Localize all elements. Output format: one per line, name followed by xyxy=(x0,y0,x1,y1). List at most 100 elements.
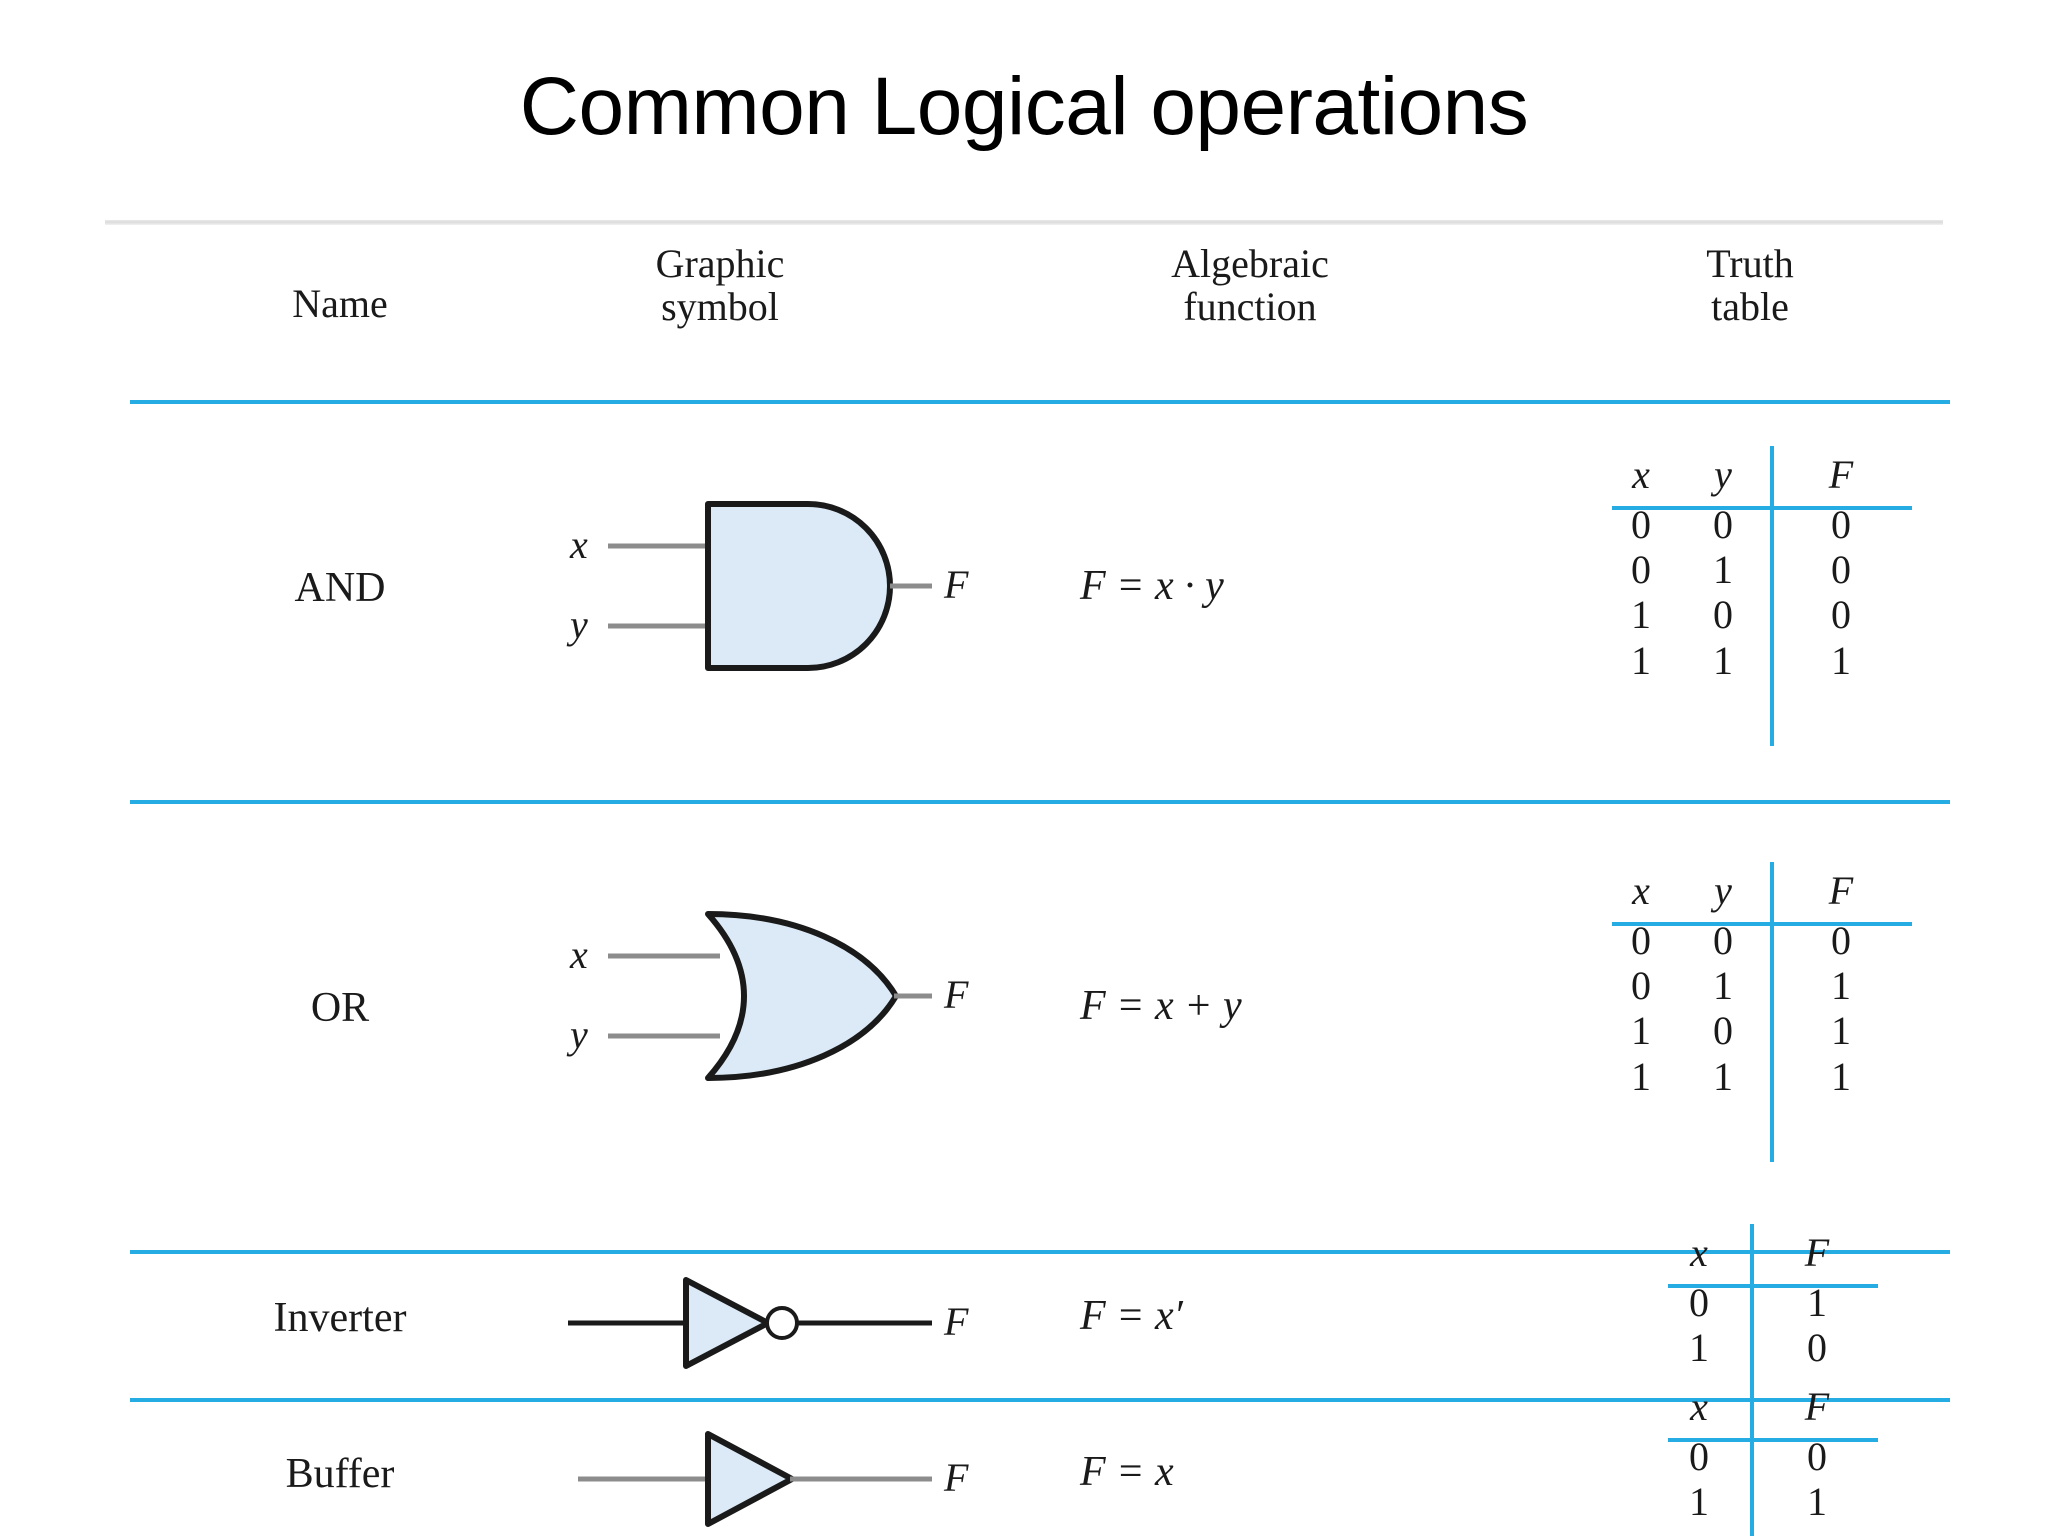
table-row-or: OR x y F F = x + y xyxy=(0,804,2048,1250)
truth-cell: 1 xyxy=(1831,1053,1851,1099)
truth-cell: 1 xyxy=(1807,1479,1827,1525)
page-title: Common Logical operations xyxy=(519,61,1529,152)
truth-cell: 1 xyxy=(1831,963,1851,1009)
and-gate-icon: x y F xyxy=(566,501,969,671)
truth-cell: 0 xyxy=(1713,592,1733,638)
truth-cell: 0 xyxy=(1831,502,1851,547)
truth-cell: 0 xyxy=(1713,1008,1733,1054)
truth-header-cell: y xyxy=(1714,451,1732,497)
truth-table-inverter: x F 0 1 1 0 xyxy=(1600,1224,2000,1420)
row-name-buffer: Buffer xyxy=(285,1451,395,1497)
truth-header-cell: x xyxy=(1632,451,1650,497)
truth-table-and-body: 0 0 0 0 1 0 1 0 xyxy=(1600,502,1930,683)
truth-header-cell: x xyxy=(1632,867,1650,913)
truth-table-row: 0 1 xyxy=(1658,1280,1918,1325)
truth-cell: 1 xyxy=(1631,1053,1651,1099)
title-divider xyxy=(105,220,1943,225)
truth-table-buffer-hline xyxy=(1668,1438,1878,1442)
truth-table-row: 0 0 0 xyxy=(1600,502,1930,547)
truth-table-row: 1 0 xyxy=(1658,1325,1918,1370)
truth-table-inverter-header-row: x F xyxy=(1658,1224,1918,1280)
truth-cell: 0 xyxy=(1689,1434,1709,1479)
column-header-algebraic-line2: function xyxy=(1183,284,1317,330)
table-rule-after-or xyxy=(130,1250,1950,1254)
column-header-graphic-symbol: Graphic symbol xyxy=(560,241,880,329)
truth-table-inverter-body: 0 1 1 0 xyxy=(1658,1280,1918,1370)
truth-cell: 0 xyxy=(1807,1325,1827,1371)
truth-cell: 1 xyxy=(1689,1325,1709,1371)
buffer-output-f-label: F xyxy=(943,1455,969,1500)
truth-table-inverter-hline xyxy=(1668,1284,1878,1288)
or-input-y-label: y xyxy=(566,1012,588,1057)
or-output-f-label: F xyxy=(943,972,969,1017)
truth-table-and-vline xyxy=(1770,446,1774,746)
logic-operations-table: Name Graphic symbol Algebraic function T… xyxy=(0,238,2048,1536)
truth-cell: 0 xyxy=(1689,1280,1709,1325)
table-row-and: AND x y F F = x · y xyxy=(0,404,2048,800)
and-input-y-label: y xyxy=(566,602,588,647)
column-header-truth-line1: Truth xyxy=(1706,241,1794,286)
algebraic-function-buffer: F = x xyxy=(1080,1449,1174,1495)
truth-cell: 1 xyxy=(1713,547,1733,593)
truth-cell: 0 xyxy=(1807,1434,1827,1479)
truth-table-and-header-row: x y F xyxy=(1600,446,1930,502)
row-name-inverter: Inverter xyxy=(273,1295,407,1341)
truth-table-or-header-row: x y F xyxy=(1600,862,1930,918)
truth-cell: 1 xyxy=(1807,1280,1827,1325)
truth-table-row: 0 1 0 xyxy=(1600,547,1930,592)
truth-table-inverter-vline xyxy=(1750,1224,1754,1420)
truth-table-row: 0 0 0 xyxy=(1600,918,1930,963)
truth-cell: 1 xyxy=(1631,1008,1651,1054)
column-header-truth-line2: table xyxy=(1711,284,1789,330)
truth-table-buffer-vline xyxy=(1750,1378,1754,1536)
truth-cell: 0 xyxy=(1713,502,1733,547)
row-name-or: OR xyxy=(310,985,370,1031)
truth-cell: 0 xyxy=(1631,547,1651,593)
table-rule-after-and xyxy=(130,800,1950,804)
graphic-cell-or: x y F xyxy=(560,896,980,1126)
inverter-gate-icon: x F xyxy=(568,1277,969,1369)
truth-cell: 1 xyxy=(1713,637,1733,683)
truth-table-row: 1 0 1 xyxy=(1600,1008,1930,1053)
truth-header-cell: x xyxy=(1690,1383,1708,1429)
truth-header-cell: F xyxy=(1804,1229,1830,1275)
truth-table-or-body: 0 0 0 0 1 1 1 0 xyxy=(1600,918,1930,1099)
truth-table-row: 1 1 1 xyxy=(1600,638,1930,683)
buffer-gate-icon: x F xyxy=(578,1431,969,1527)
graphic-cell-and: x y F xyxy=(560,486,980,716)
truth-table-or-hline xyxy=(1612,922,1912,926)
truth-cell: 0 xyxy=(1631,502,1651,547)
row-name-and: AND xyxy=(294,565,386,611)
algebraic-function-or: F = x + y xyxy=(1080,983,1242,1029)
column-header-algebraic-line1: Algebraic xyxy=(1171,241,1329,286)
algebraic-function-inverter: F = x′ xyxy=(1080,1293,1183,1339)
truth-table-buffer: x F 0 0 1 1 xyxy=(1600,1378,2000,1536)
inverter-output-f-label: F xyxy=(943,1299,969,1344)
algebraic-function-and: F = x · y xyxy=(1080,563,1224,609)
truth-cell: 0 xyxy=(1631,918,1651,963)
column-header-graphic-line1: Graphic xyxy=(655,241,785,286)
table-rule-top xyxy=(130,400,1950,404)
truth-cell: 0 xyxy=(1631,963,1651,1009)
and-input-x-label: x xyxy=(569,522,588,567)
truth-table-and: x y F 0 0 0 0 1 xyxy=(1600,446,2000,746)
truth-cell: 0 xyxy=(1831,547,1851,593)
table-column-headers: Name Graphic symbol Algebraic function T… xyxy=(0,238,2048,348)
column-header-name: Name xyxy=(292,281,388,326)
truth-table-or-vline xyxy=(1770,862,1774,1162)
table-row-inverter: Inverter x F F = x′ xyxy=(0,1224,2048,1420)
or-gate-icon: x y F xyxy=(566,911,969,1081)
truth-cell: 0 xyxy=(1831,918,1851,963)
truth-cell: 1 xyxy=(1631,637,1651,683)
graphic-cell-buffer: x F xyxy=(560,1424,980,1534)
truth-table-or: x y F 0 0 0 0 1 xyxy=(1600,862,2000,1162)
truth-table-row: 0 0 xyxy=(1658,1434,1918,1479)
table-rule-after-inverter xyxy=(130,1398,1950,1402)
truth-cell-spacer xyxy=(1740,1325,1776,1370)
truth-header-cell: F xyxy=(1828,867,1854,913)
and-output-f-label: F xyxy=(943,562,969,607)
truth-header-cell: F xyxy=(1828,451,1854,497)
truth-table-row: 1 1 xyxy=(1658,1479,1918,1524)
truth-table-buffer-body: 0 0 1 1 xyxy=(1658,1434,1918,1524)
